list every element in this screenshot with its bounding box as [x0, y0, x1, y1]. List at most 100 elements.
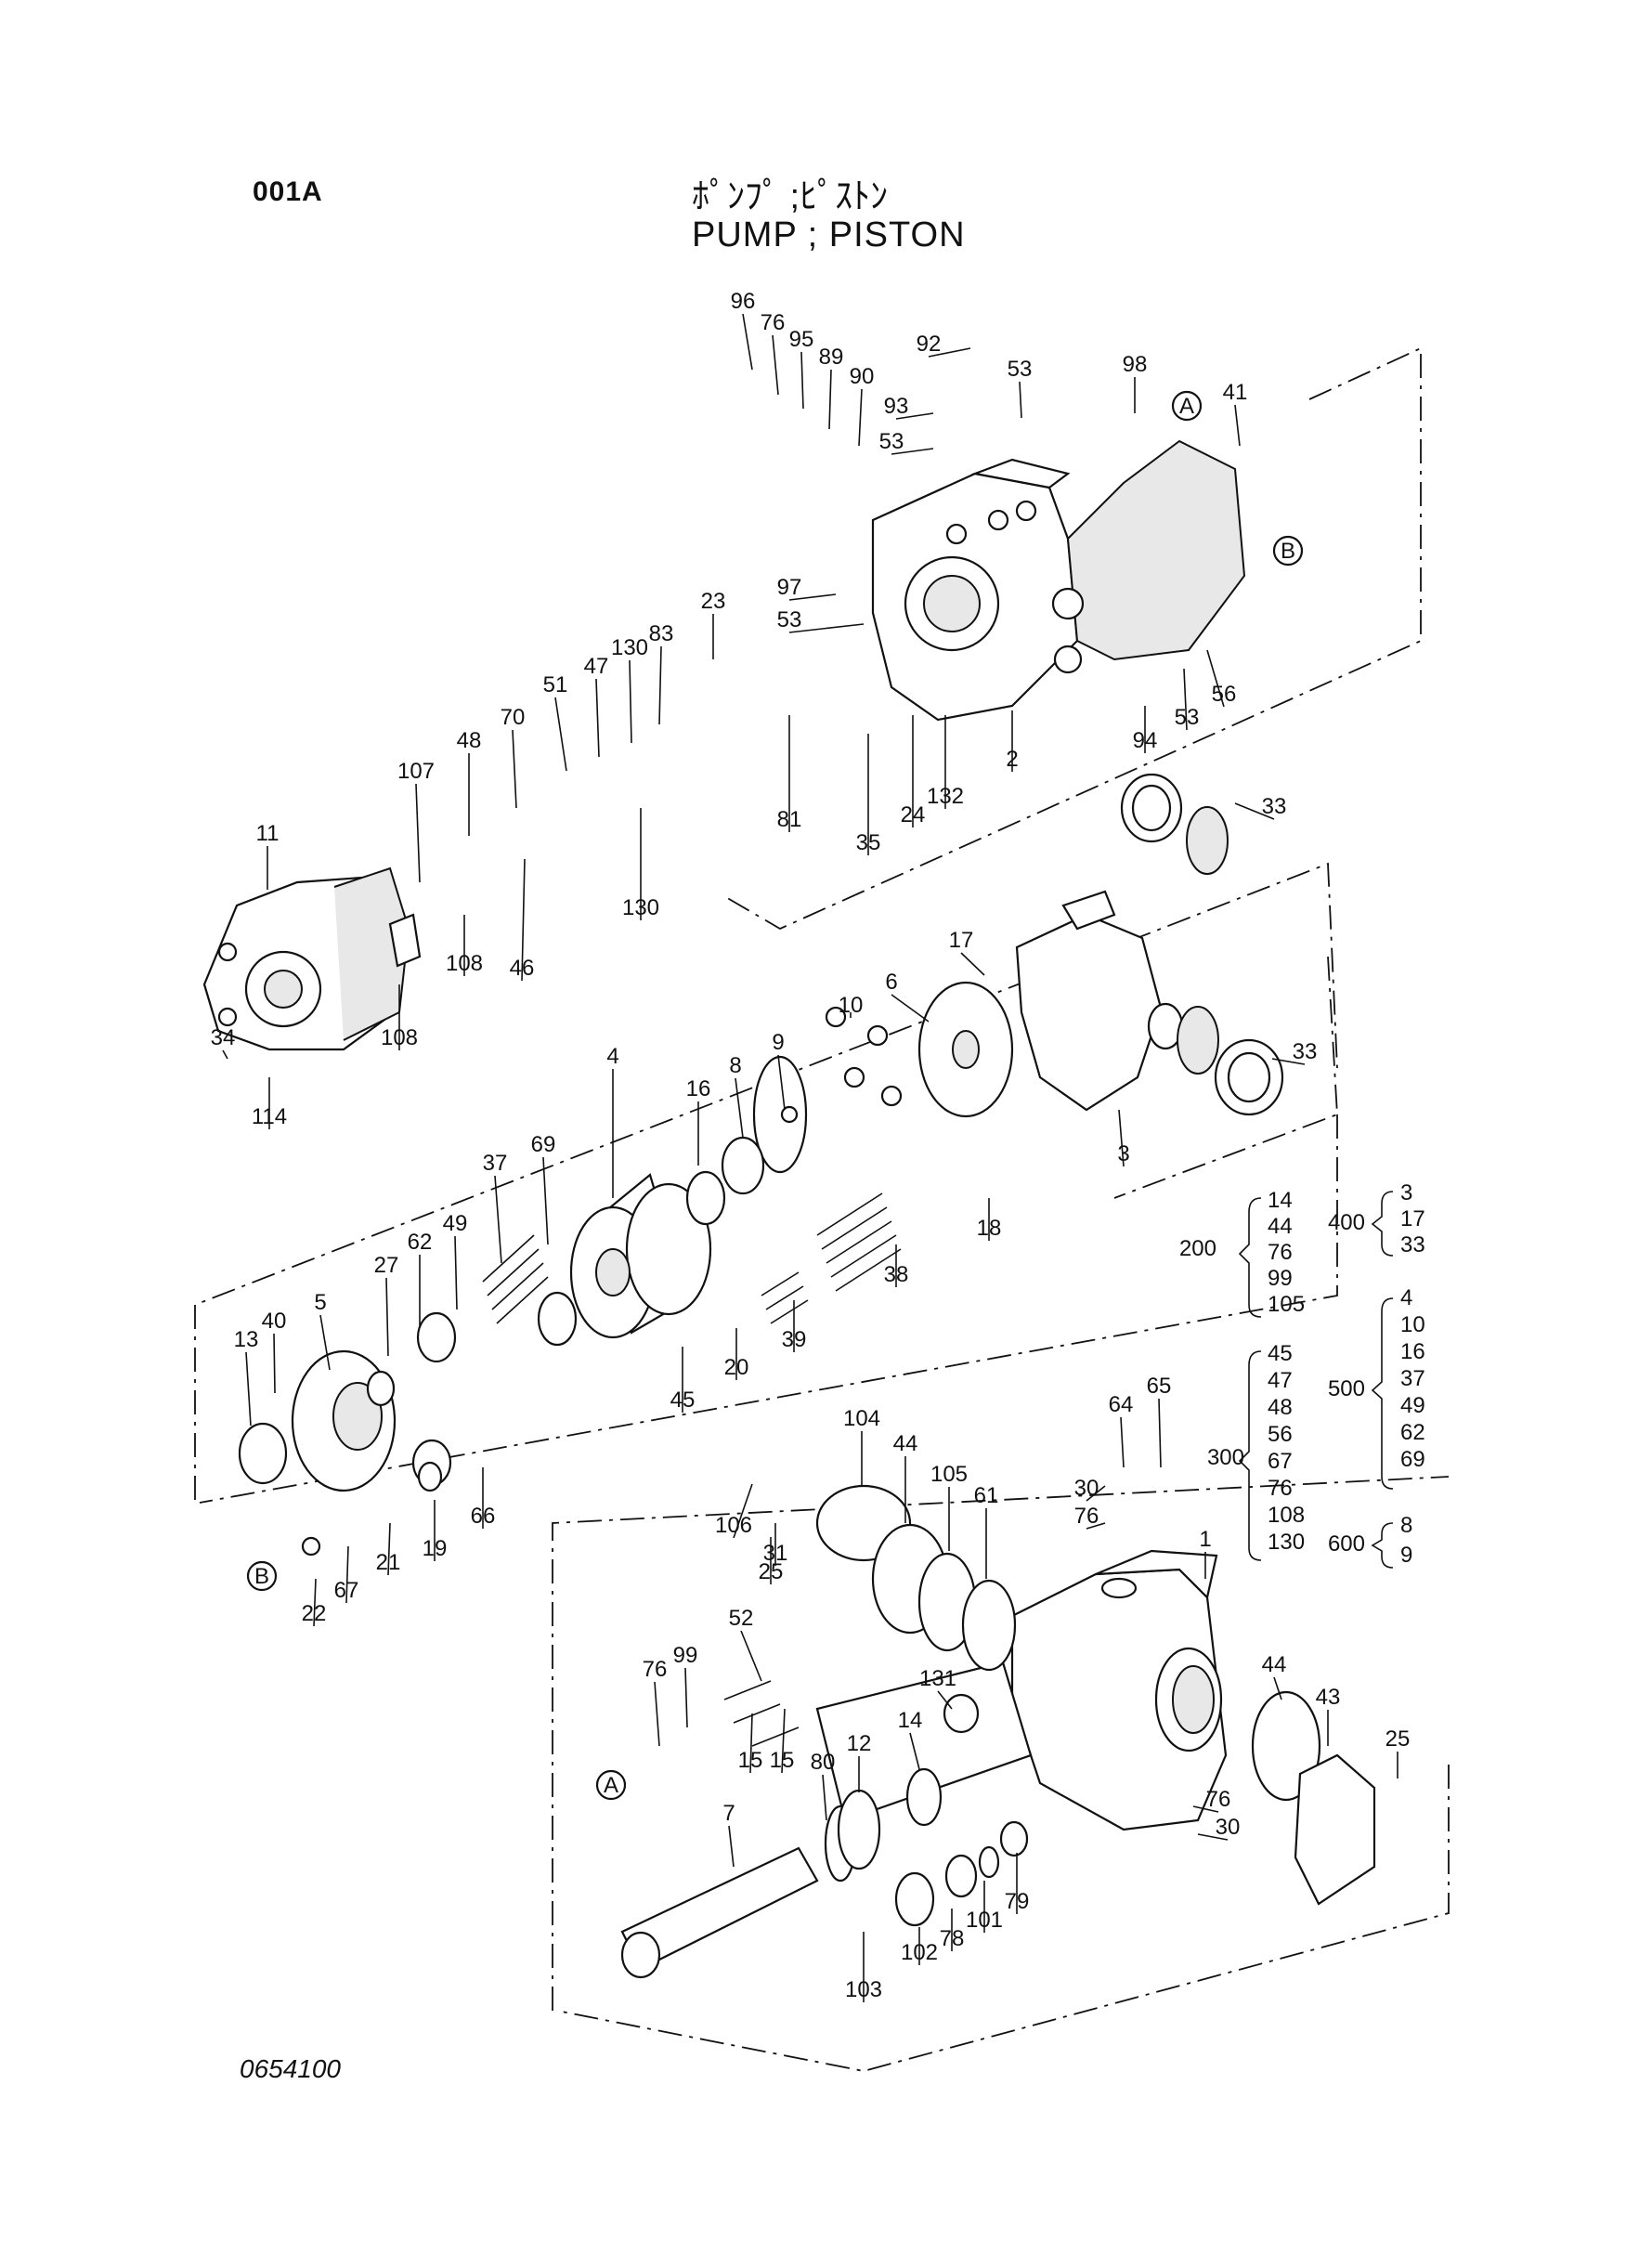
leader-line	[800, 351, 804, 410]
callout-98: 98	[1123, 352, 1148, 377]
kit-500-item: 69	[1400, 1447, 1425, 1472]
leader-line	[654, 1681, 660, 1747]
callout-81: 81	[777, 807, 802, 832]
leader-line	[788, 593, 837, 601]
callout-38: 38	[884, 1262, 909, 1287]
pump-housing	[815, 1484, 1376, 1906]
callout-132: 132	[927, 784, 964, 809]
callout-78: 78	[940, 1926, 965, 1951]
kit-400: 400 3 17 33	[1328, 1180, 1425, 1257]
kit-200-item: 44	[1268, 1214, 1293, 1239]
leader-line	[595, 678, 600, 758]
kit-200-code: 200	[1179, 1236, 1216, 1261]
callout-114: 114	[252, 1104, 287, 1129]
callout-14: 14	[898, 1708, 923, 1733]
kit-200-item: 105	[1268, 1292, 1305, 1317]
callout-1: 1	[1199, 1527, 1211, 1552]
callout-43: 43	[1316, 1685, 1341, 1710]
leader-line	[385, 1277, 389, 1357]
leader-line	[960, 952, 985, 976]
leader-line	[387, 1522, 391, 1576]
kit-300-code: 300	[1207, 1445, 1244, 1470]
leader-line	[1086, 1522, 1106, 1530]
leader-line	[728, 1825, 735, 1868]
gear-pump	[202, 866, 422, 1051]
title-japanese: ﾎﾟﾝﾌﾟ ;ﾋﾟｽﾄﾝ	[692, 177, 889, 216]
callout-12: 12	[847, 1731, 872, 1756]
kit-200-item: 76	[1268, 1240, 1293, 1265]
kit-500-item: 37	[1400, 1366, 1425, 1391]
kit-500-item: 49	[1400, 1393, 1425, 1418]
callout-93: 93	[884, 394, 909, 419]
kit-300-item: 47	[1268, 1368, 1293, 1393]
leader-line	[1086, 1485, 1106, 1502]
callout-45: 45	[670, 1388, 696, 1413]
callout-40: 40	[262, 1309, 287, 1334]
callout-76c: 76	[643, 1657, 668, 1682]
callout-15b: 15	[770, 1748, 795, 1773]
callout-67: 67	[334, 1578, 359, 1603]
callout-37: 37	[483, 1151, 508, 1176]
callout-23: 23	[701, 589, 726, 614]
ref-a-top: A	[1179, 394, 1194, 419]
swash-plate	[917, 890, 1184, 1118]
callout-35: 35	[856, 830, 881, 855]
leader-line	[684, 1667, 688, 1728]
valve-plate	[238, 1349, 452, 1557]
kit-600-item: 8	[1400, 1513, 1412, 1538]
callout-62: 62	[408, 1230, 433, 1255]
callout-69: 69	[531, 1132, 556, 1157]
leader-line	[937, 1690, 953, 1710]
callout-131: 131	[919, 1666, 956, 1691]
callout-107: 107	[397, 759, 435, 784]
leader-line	[319, 1314, 331, 1371]
kit-400-code: 400	[1328, 1210, 1365, 1235]
callout-47: 47	[584, 654, 609, 679]
leader-line	[313, 1578, 317, 1627]
callout-89: 89	[819, 345, 844, 370]
leader-line	[1183, 668, 1188, 731]
kit-500-code: 500	[1328, 1376, 1365, 1401]
callout-102: 102	[901, 1940, 938, 1965]
leader-line	[1019, 381, 1022, 419]
ref-b-top-circle	[1272, 535, 1304, 567]
callout-76b: 76	[1074, 1504, 1099, 1529]
leader-line	[1118, 1109, 1125, 1167]
callout-92: 92	[917, 332, 942, 357]
leader-line	[777, 1054, 786, 1111]
callout-52: 52	[729, 1606, 754, 1631]
leader-line	[733, 1483, 753, 1539]
callout-19: 19	[423, 1536, 448, 1561]
leader-line	[1197, 1833, 1229, 1841]
callout-31: 31	[763, 1541, 788, 1566]
kit-300-item: 76	[1268, 1476, 1293, 1501]
leader-line	[822, 1774, 827, 1821]
callout-101: 101	[966, 1908, 1003, 1933]
leader-line	[454, 1235, 458, 1310]
callout-108b: 108	[446, 951, 483, 976]
callout-30a: 30	[1074, 1476, 1099, 1501]
callout-11: 11	[256, 821, 280, 846]
callout-15a: 15	[738, 1748, 763, 1773]
callout-44b: 44	[1262, 1652, 1287, 1677]
callout-96: 96	[731, 289, 756, 314]
callout-16: 16	[686, 1076, 711, 1101]
callout-4: 4	[606, 1044, 618, 1069]
kit-300-item: 48	[1268, 1395, 1293, 1420]
callout-30b: 30	[1216, 1815, 1241, 1840]
leader-line	[521, 858, 526, 982]
leader-line	[1206, 649, 1225, 708]
kit-600-code: 600	[1328, 1531, 1365, 1557]
callout-76d: 76	[1206, 1787, 1231, 1812]
group-frames	[194, 346, 1450, 2072]
kit-300-item: 130	[1268, 1530, 1305, 1555]
callout-130a: 130	[611, 635, 648, 660]
leader-lines	[222, 313, 1398, 2002]
callout-34: 34	[211, 1025, 236, 1050]
callout-103: 103	[845, 1977, 882, 2002]
callout-56: 56	[1212, 682, 1237, 707]
callout-94: 94	[1133, 728, 1158, 753]
leader-line	[828, 369, 832, 430]
ref-a-top-circle	[1171, 390, 1203, 422]
leader-line	[1271, 1058, 1306, 1065]
